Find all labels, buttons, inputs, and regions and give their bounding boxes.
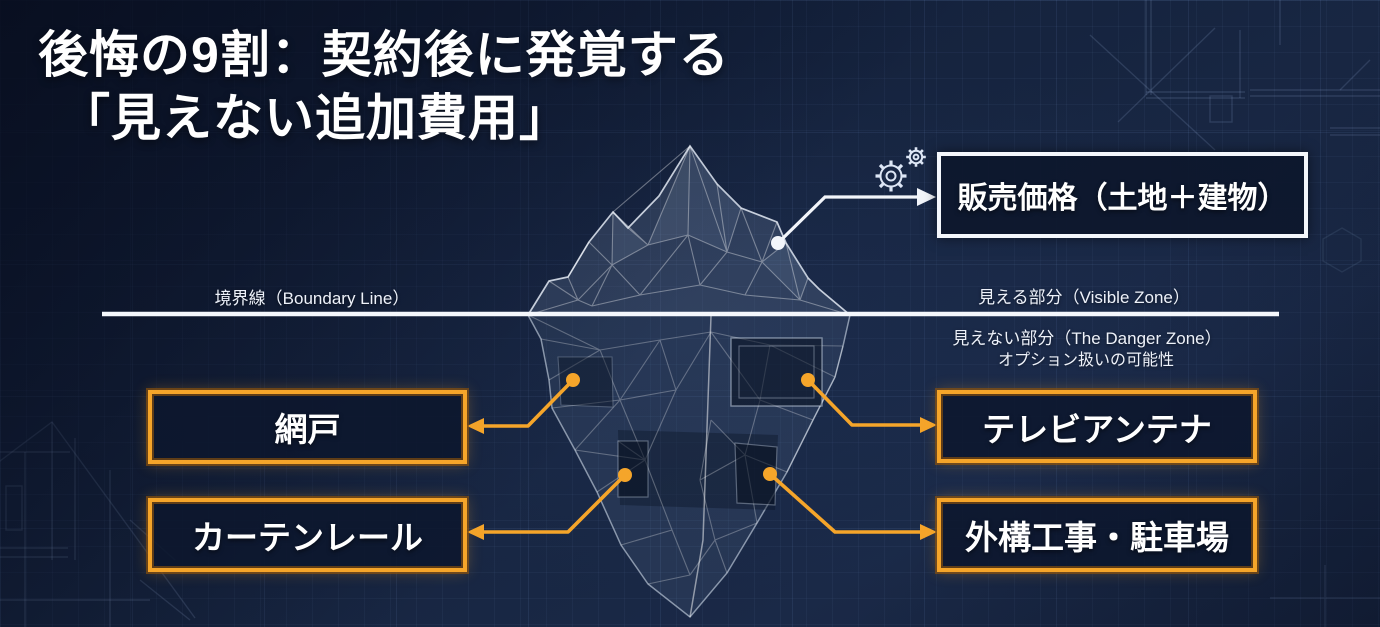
title-line-2: 「見えない追加費用」 xyxy=(60,90,570,146)
page-title: 後悔の9割：契約後に発覚する 「見えない追加費用」 xyxy=(38,24,730,150)
callout-screen-door-label: 網戸 xyxy=(274,411,341,448)
boundary-line-label: 境界線（Boundary Line） xyxy=(214,289,410,308)
connector-sale-price xyxy=(771,188,936,250)
arrowhead-right-bottom xyxy=(920,524,937,540)
anchor-dot-left-bottom xyxy=(618,468,632,482)
underwater-center-ridge xyxy=(689,315,712,618)
visible-zone-label: 見える部分（Visible Zone） xyxy=(978,288,1190,307)
connector-left-bottom xyxy=(484,473,627,534)
callout-exterior-parking-label: 外構工事・駐車場 xyxy=(965,519,1229,556)
iceberg-above-water xyxy=(526,144,853,316)
anchor-dot-left-top xyxy=(566,373,580,387)
gears-icon xyxy=(875,147,926,192)
arrowhead-left-bottom xyxy=(467,524,484,540)
callout-tv-antenna: テレビアンテナ xyxy=(937,390,1257,463)
arrowhead-left-top xyxy=(467,418,484,434)
title-line-1: 後悔の9割：契約後に発覚する xyxy=(38,27,730,83)
callout-curtain-rail: カーテンレール xyxy=(148,498,467,572)
callout-tv-antenna-label: テレビアンテナ xyxy=(982,410,1212,448)
hidden-zone-sublabel: オプション扱いの可能性 xyxy=(997,352,1175,369)
anchor-dot-right-top xyxy=(801,373,815,387)
connector-left-top xyxy=(484,378,575,428)
callout-curtain-rail-label: カーテンレール xyxy=(192,519,423,556)
callout-sale-price: 販売価格（土地＋建物） xyxy=(937,152,1308,238)
connector-right-bottom xyxy=(768,472,920,534)
underwater-window-shapes xyxy=(557,337,823,506)
callout-exterior-parking: 外構工事・駐車場 xyxy=(937,498,1257,572)
arrowhead-right-top xyxy=(920,417,937,433)
anchor-dot-right-bottom xyxy=(763,467,777,481)
connector-right-top xyxy=(806,378,920,427)
callout-sale-price-label: 販売価格（土地＋建物） xyxy=(957,182,1288,215)
callout-screen-door: 網戸 xyxy=(148,390,467,464)
iceberg-underwater xyxy=(526,314,851,619)
hidden-zone-label: 見えない部分（The Danger Zone） xyxy=(952,329,1222,348)
